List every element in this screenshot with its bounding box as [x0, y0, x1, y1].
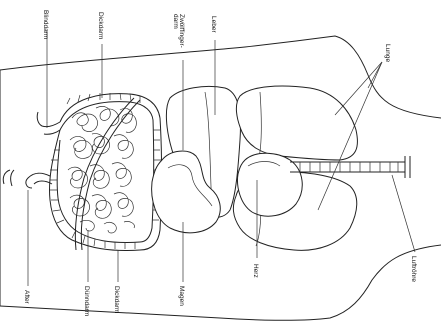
heart — [238, 153, 303, 216]
label-luftroehre: Luftröhre — [410, 256, 417, 282]
label-lunge: Lunge — [384, 44, 391, 62]
label-zwoelffingerdarm-line2: darm — [172, 14, 179, 29]
lung-upper — [236, 86, 357, 160]
large-intestine — [26, 93, 162, 251]
label-duenndarm: Dünndarm — [83, 286, 90, 316]
label-dickdarm-bottom: Dickdarm — [113, 286, 120, 313]
label-blinddarm: Blinddarm — [42, 10, 49, 39]
label-magen: Magen — [178, 286, 185, 306]
label-dickdarm-top: Dickdarm — [97, 12, 104, 39]
label-after: After — [23, 290, 30, 305]
label-herz: Herz — [252, 264, 259, 278]
label-zwoelffingerdarm: Zwölffinger-darm — [172, 14, 185, 48]
label-leber: Leber — [210, 16, 217, 33]
small-intestine — [68, 106, 136, 233]
